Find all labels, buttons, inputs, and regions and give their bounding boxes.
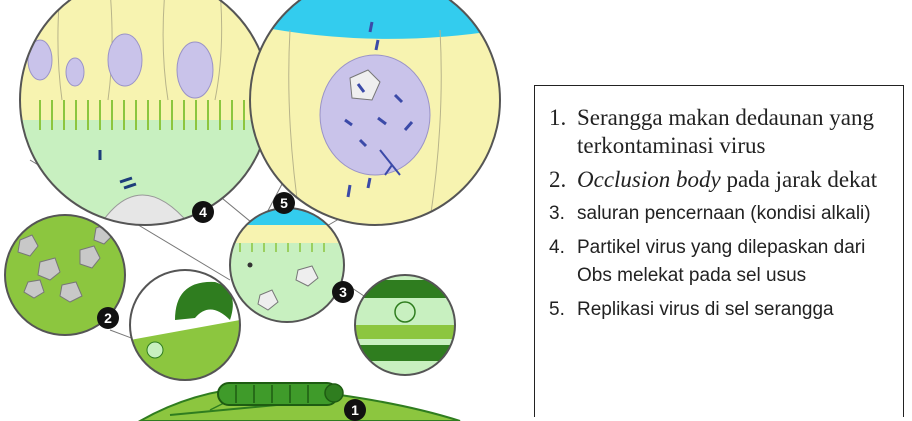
legend-number: 4. <box>549 234 577 290</box>
legend-text: Serangga makan dedaunan yang terkontamin… <box>577 104 903 160</box>
circle-virus-replication <box>250 0 500 225</box>
legend-text: pada jarak dekat <box>721 167 877 192</box>
legend-item-3: 3. saluran pencernaan (kondisi alkali) <box>549 200 903 228</box>
legend-number: 1. <box>549 104 577 160</box>
legend-number: 5. <box>549 296 577 324</box>
step-marker-4: 4 <box>192 201 214 223</box>
step-marker-label: 1 <box>351 402 359 418</box>
step-marker-3: 3 <box>332 281 354 303</box>
legend-number: 3. <box>549 200 577 228</box>
legend-item-4: 4. Partikel virus yang dilepaskan dari O… <box>549 234 903 290</box>
circle-gut-lumen <box>228 205 348 325</box>
step-marker-label: 2 <box>104 310 112 326</box>
legend-italic-term: Occlusion body <box>577 167 721 192</box>
legend-text: saluran pencernaan (kondisi alkali) <box>577 200 903 228</box>
legend-item-2: 2. Occlusion body pada jarak dekat <box>549 166 903 194</box>
legend-item-5: 5. Replikasi virus di sel serangga <box>549 296 903 324</box>
legend-text-wrap: Occlusion body pada jarak dekat <box>577 166 903 194</box>
step-marker-5: 5 <box>273 192 295 214</box>
circle-gut-epithelium <box>20 0 270 225</box>
legend-text: Partikel virus yang dilepaskan dari Obs … <box>577 234 903 290</box>
circle-gut-section <box>355 275 455 375</box>
step-marker-label: 5 <box>280 195 288 211</box>
legend-text: Replikasi virus di sel serangga <box>577 296 903 324</box>
legend-number: 2. <box>549 166 577 194</box>
caterpillar-illustration <box>218 383 343 405</box>
legend-box: 1. Serangga makan dedaunan yang terkonta… <box>534 85 904 417</box>
legend-item-1: 1. Serangga makan dedaunan yang terkonta… <box>549 104 903 160</box>
step-marker-1: 1 <box>344 399 366 421</box>
legend-list: 1. Serangga makan dedaunan yang terkonta… <box>535 86 903 324</box>
step-marker-label: 3 <box>339 284 347 300</box>
step-marker-label: 4 <box>199 204 207 220</box>
circle-caterpillar-mouth <box>130 270 240 380</box>
step-marker-2: 2 <box>97 307 119 329</box>
